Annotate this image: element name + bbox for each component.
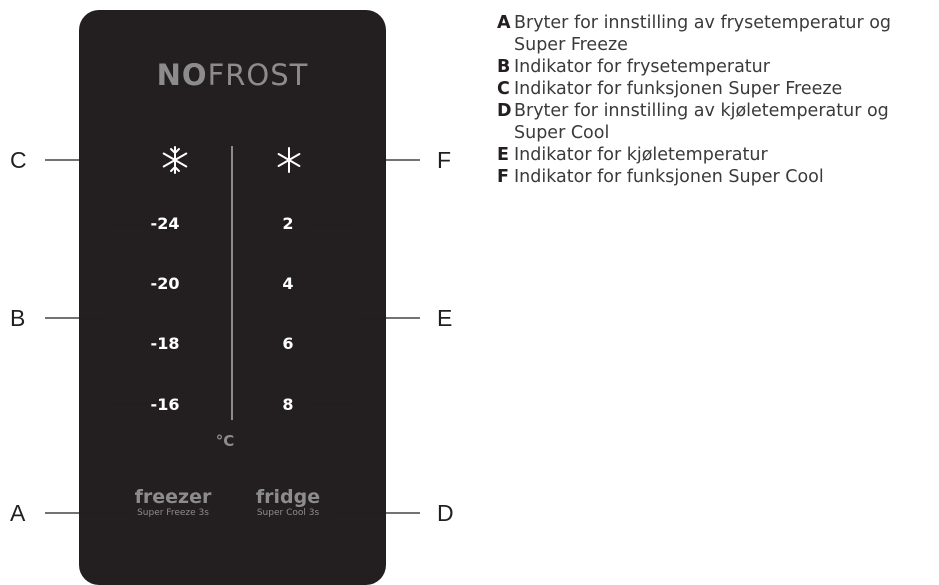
panel-divider [231,146,233,420]
legend-item: C Indikator for funksjonen Super Freeze [497,78,937,100]
callout-d: D [437,500,454,526]
fridge-temp-indicator: 2 [282,214,294,233]
callout-e: E [437,305,453,331]
freezer-temp-indicator: -24 [150,214,180,233]
freezer-temp-indicator: -16 [150,395,180,414]
freezer-button[interactable]: freezer Super Freeze 3s [118,486,228,518]
legend-item: E Indikator for kjøletemperatur [497,144,937,166]
legend-text: Indikator for kjøletemperatur [514,145,768,165]
freezer-button-hint: Super Freeze 3s [137,508,209,518]
legend-text: Bryter for innstilling av frysetemperatu… [514,13,892,55]
fridge-temp-indicator: 4 [282,274,294,293]
legend-key: B [497,57,511,77]
super-freeze-icon [162,146,188,174]
fridge-button-hint: Super Cool 3s [256,508,320,518]
legend-item: D Bryter for innstilling av kjøletempera… [497,100,937,144]
callout-a: A [10,500,26,526]
callout-b: B [10,305,26,331]
fridge-button-label: fridge [255,486,321,508]
legend: A Bryter for innstilling av frysetempera… [497,12,937,188]
temperature-unit: °C [215,432,235,450]
legend-key: C [497,79,510,99]
callout-c: C [10,147,27,173]
fridge-temp-indicator: 8 [282,395,294,414]
legend-item: A Bryter for innstilling av frysetempera… [497,12,937,56]
legend-text: Bryter for innstilling av kjøletemperatu… [514,101,889,143]
legend-item: F Indikator for funksjonen Super Cool [497,166,937,188]
fridge-temp-indicator: 6 [282,334,294,353]
legend-item: B Indikator for frysetemperatur [497,56,937,78]
freezer-temp-indicator: -20 [150,274,180,293]
freezer-button-label: freezer [134,486,212,508]
callout-f: F [437,147,452,173]
super-cool-icon [277,147,301,173]
legend-key: D [497,101,512,121]
legend-key: E [497,145,509,165]
legend-key: F [497,167,509,187]
legend-text: Indikator for frysetemperatur [514,57,770,77]
freezer-temp-indicator: -18 [150,334,180,353]
brand-logo: NOFROST [156,58,309,92]
fridge-button[interactable]: fridge Super Cool 3s [236,486,340,518]
legend-text: Indikator for funksjonen Super Cool [514,167,824,187]
legend-text: Indikator for funksjonen Super Freeze [514,79,843,99]
legend-key: A [497,13,511,33]
